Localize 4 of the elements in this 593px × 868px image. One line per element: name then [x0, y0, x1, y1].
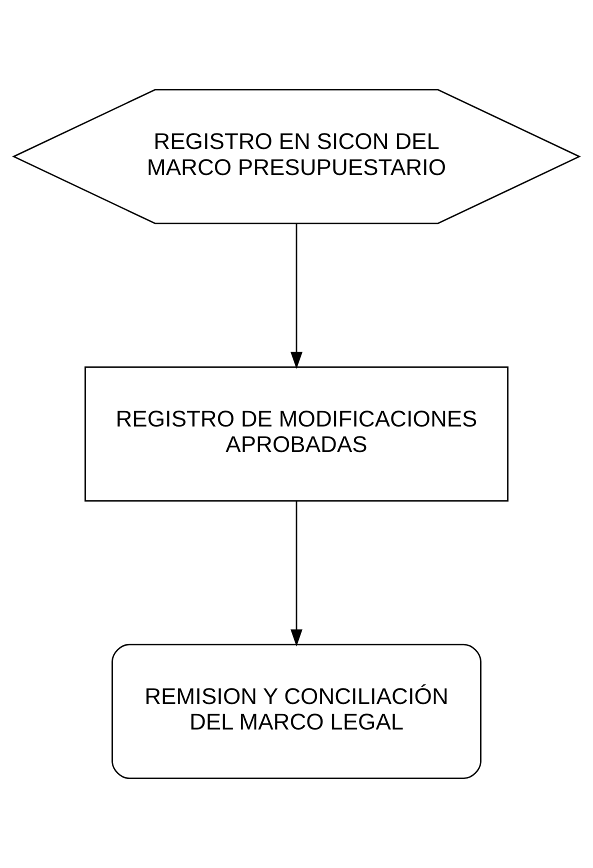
- node-box: REMISION Y CONCILIACIÓN DEL MARCO LEGAL: [112, 644, 482, 780]
- arrow: [290, 224, 302, 370]
- node-box: REGISTRO DE MODIFICACIONES APROBADAS: [84, 366, 508, 502]
- arrow: [290, 501, 302, 646]
